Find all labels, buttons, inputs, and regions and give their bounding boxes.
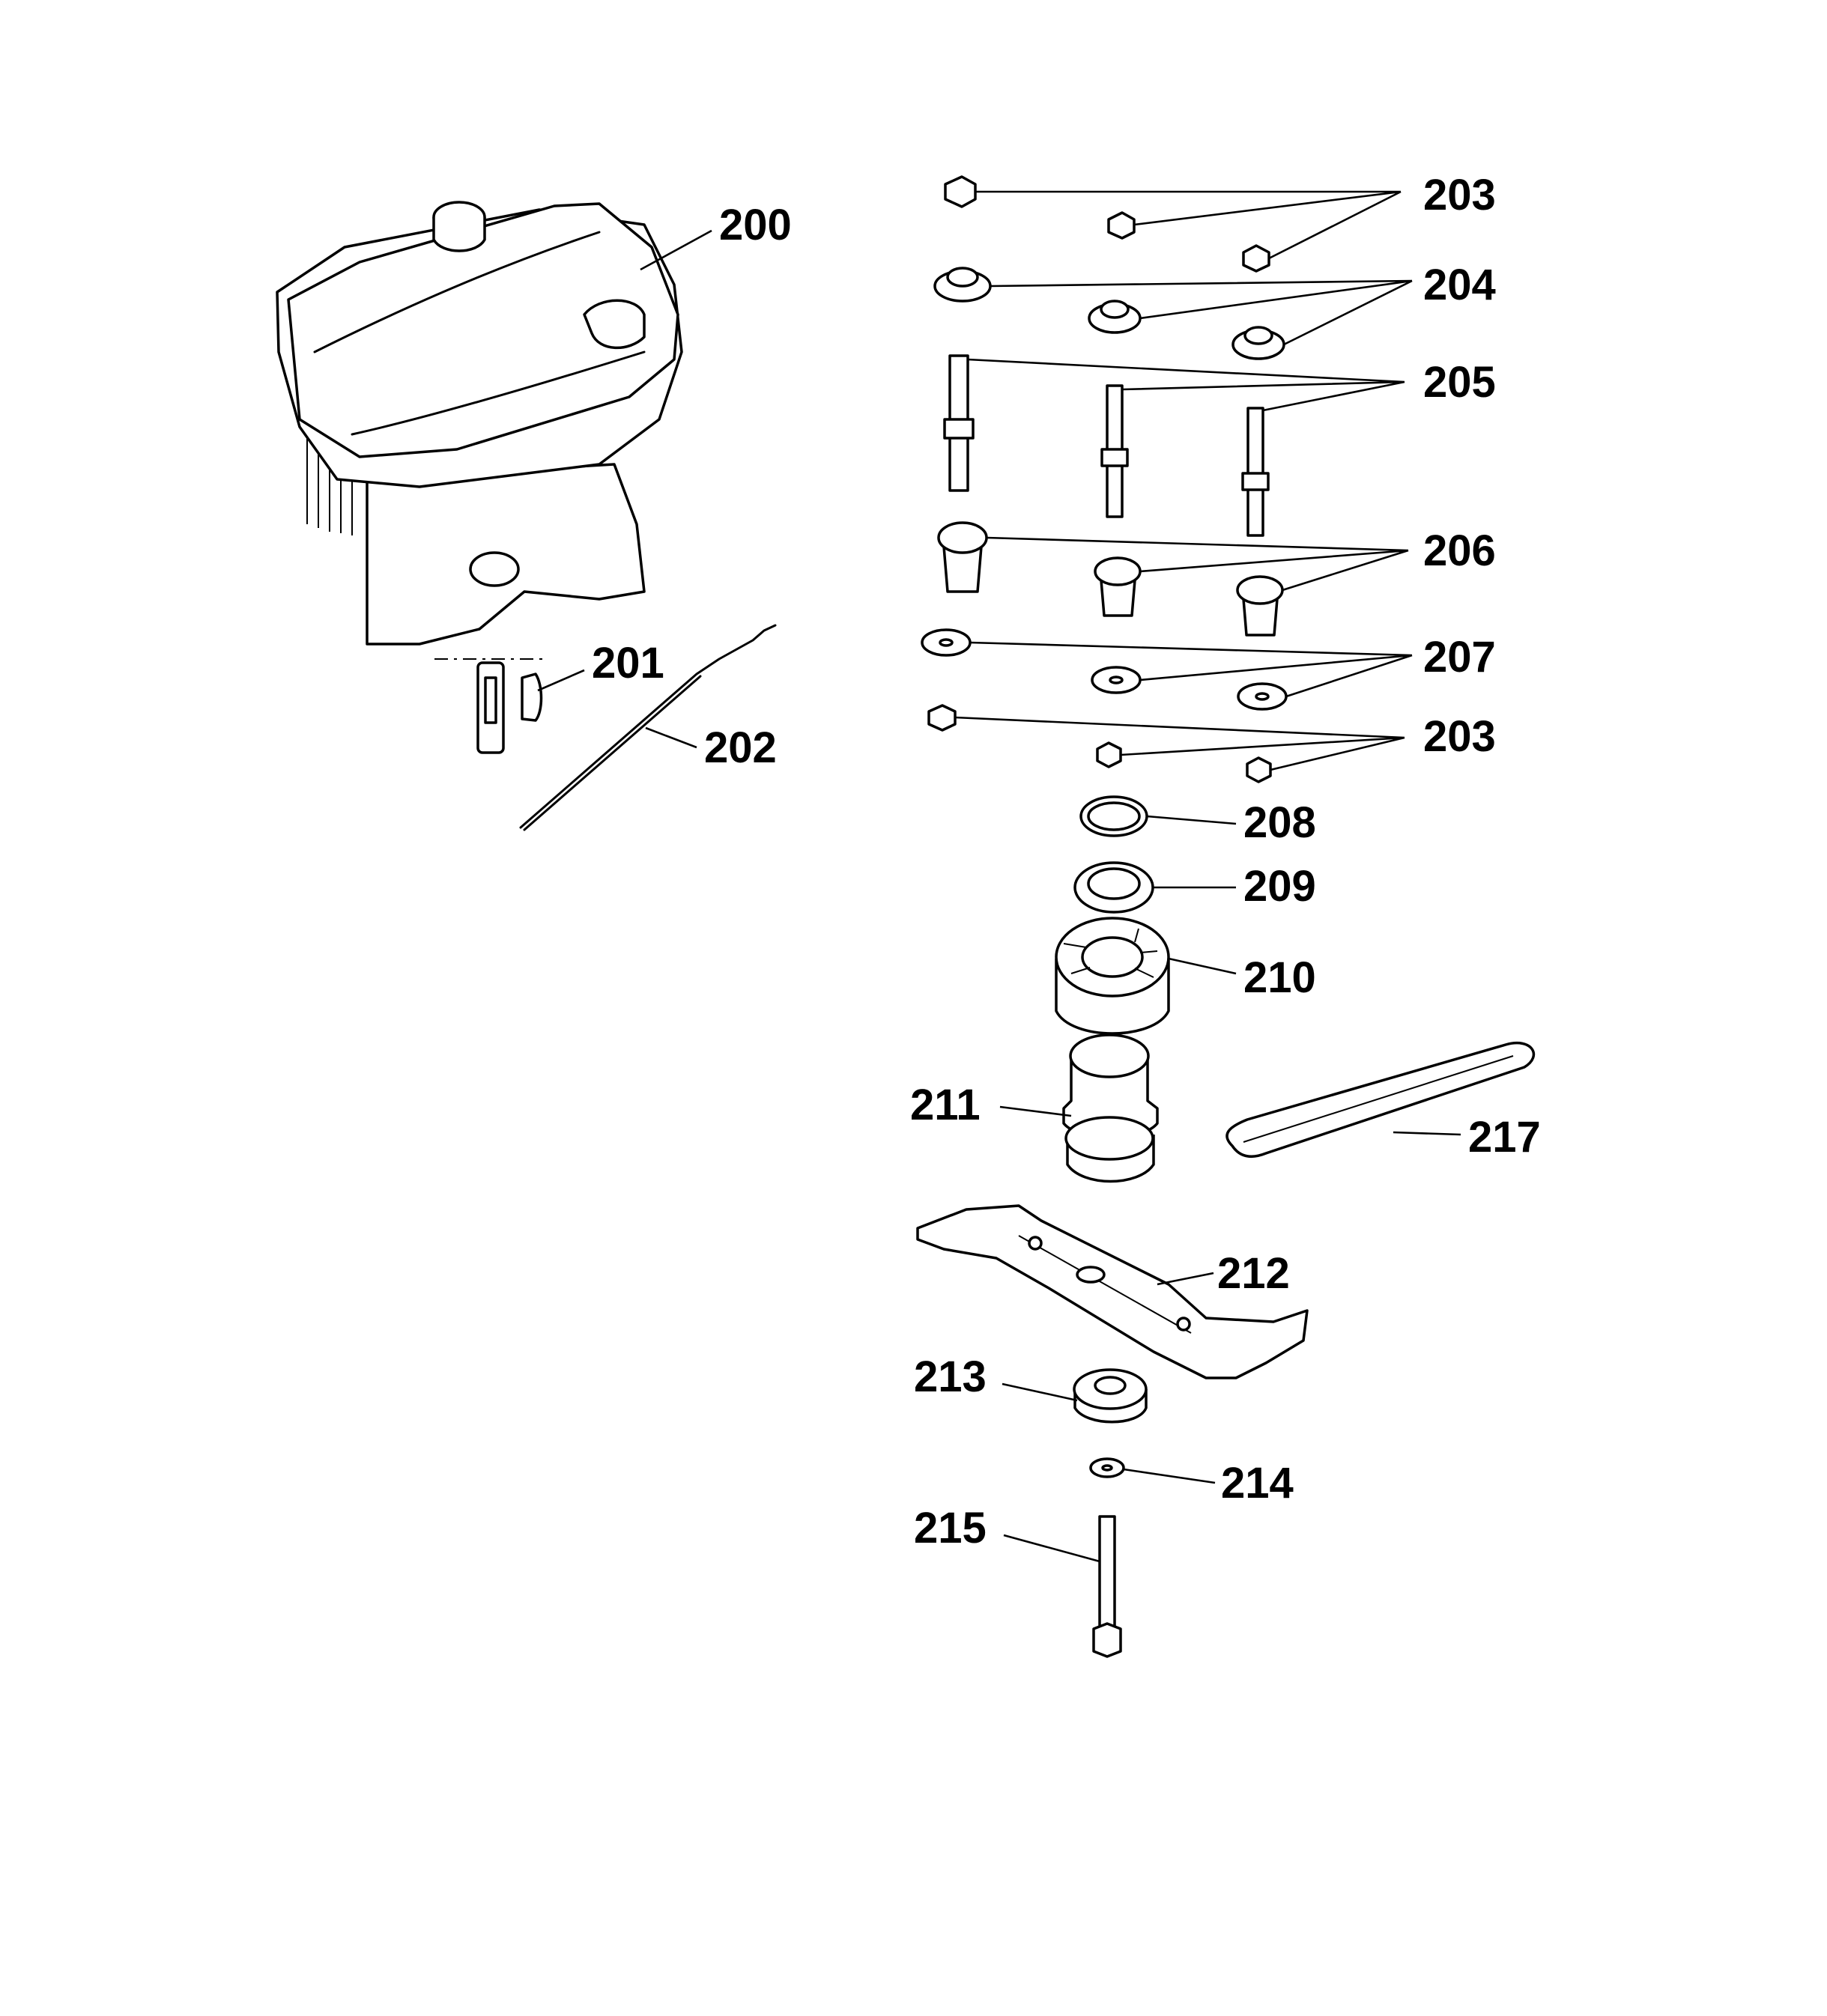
label-214: 214: [1221, 1459, 1294, 1508]
bushings-204: [933, 267, 1285, 360]
pulley-210: [1055, 917, 1170, 1035]
label-201: 201: [592, 639, 664, 687]
label-209: 209: [1243, 862, 1316, 911]
engine-200: [276, 201, 777, 831]
belt-217: [1225, 1042, 1535, 1159]
label-215: 215: [914, 1504, 987, 1552]
label-205: 205: [1423, 358, 1496, 407]
adapter-211: [1062, 1033, 1159, 1183]
label-203-top: 203: [1423, 171, 1496, 219]
label-203-lower: 203: [1423, 712, 1496, 761]
label-212: 212: [1217, 1249, 1290, 1298]
label-211: 211: [910, 1081, 981, 1129]
washer-214: [1089, 1457, 1125, 1478]
label-210: 210: [1243, 953, 1316, 1002]
label-206: 206: [1423, 526, 1496, 575]
ring-209: [1073, 861, 1154, 914]
label-200: 200: [719, 201, 792, 249]
nuts-203-lower: [927, 704, 1272, 783]
label-207: 207: [1423, 633, 1496, 681]
label-202: 202: [704, 723, 777, 772]
hub-213: [1073, 1368, 1148, 1424]
label-208: 208: [1243, 798, 1316, 847]
label-213: 213: [914, 1352, 987, 1401]
circlip-208: [1079, 795, 1148, 837]
leader-lines: [537, 190, 1461, 1563]
sleeves-206: [937, 521, 1284, 637]
label-204: 204: [1423, 261, 1496, 309]
label-217: 217: [1468, 1113, 1541, 1162]
nuts-203-top: [944, 175, 1270, 273]
blade-212: [916, 1204, 1309, 1379]
studs-205: [943, 354, 1270, 537]
washers-207: [921, 628, 1288, 711]
bolt-215: [1092, 1515, 1122, 1658]
